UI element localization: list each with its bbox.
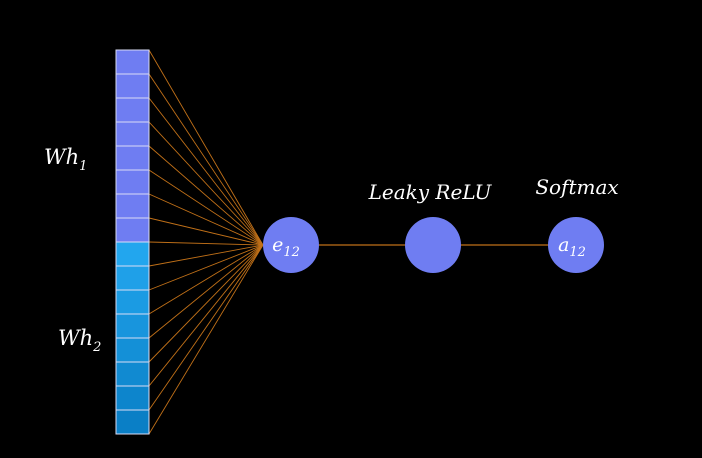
fan-edge	[148, 241, 264, 246]
a12-node-label: a12	[558, 234, 586, 260]
fan-edge	[148, 244, 264, 339]
fan-edge	[148, 97, 264, 246]
wh1-cell	[115, 193, 150, 219]
fan-edge	[148, 244, 264, 435]
a12-node	[548, 217, 604, 273]
vector-to-e12-edges	[148, 49, 264, 435]
fan-edge	[148, 244, 264, 363]
wh2-cell	[115, 289, 150, 315]
leaky-relu-label: Leaky ReLU	[368, 180, 493, 204]
wh2-cell	[115, 265, 150, 291]
wh2-cell	[115, 409, 150, 435]
fan-edge	[148, 49, 264, 246]
fan-edge	[148, 244, 264, 411]
wh1-cell	[115, 169, 150, 195]
wh1-cell	[115, 217, 150, 243]
wh1-cell	[115, 49, 150, 75]
fan-edge	[148, 73, 264, 246]
wh2-cell	[115, 361, 150, 387]
leaky-relu-node	[405, 217, 461, 273]
wh2-cell	[115, 313, 150, 339]
wh1-cell	[115, 145, 150, 171]
wh2-cell	[115, 337, 150, 363]
fan-edge	[148, 244, 264, 315]
wh1-label: Wh1	[44, 145, 87, 174]
fan-edge	[148, 193, 264, 246]
wh2-cell	[115, 241, 150, 267]
wh1-cell	[115, 121, 150, 147]
wh1-cell	[115, 97, 150, 123]
fan-edge	[148, 169, 264, 246]
e12-node	[263, 217, 319, 273]
fan-edge	[148, 244, 264, 267]
fan-edge	[148, 145, 264, 246]
concatenated-vector	[115, 49, 150, 435]
fan-edge	[148, 244, 264, 291]
fan-edge	[148, 244, 264, 387]
wh2-cell	[115, 385, 150, 411]
fan-edge	[148, 121, 264, 246]
softmax-label: Softmax	[535, 175, 618, 199]
e12-node-label: e12	[272, 234, 300, 260]
fan-edge	[148, 217, 264, 246]
wh2-label: Wh2	[58, 326, 101, 355]
wh1-cell	[115, 73, 150, 99]
